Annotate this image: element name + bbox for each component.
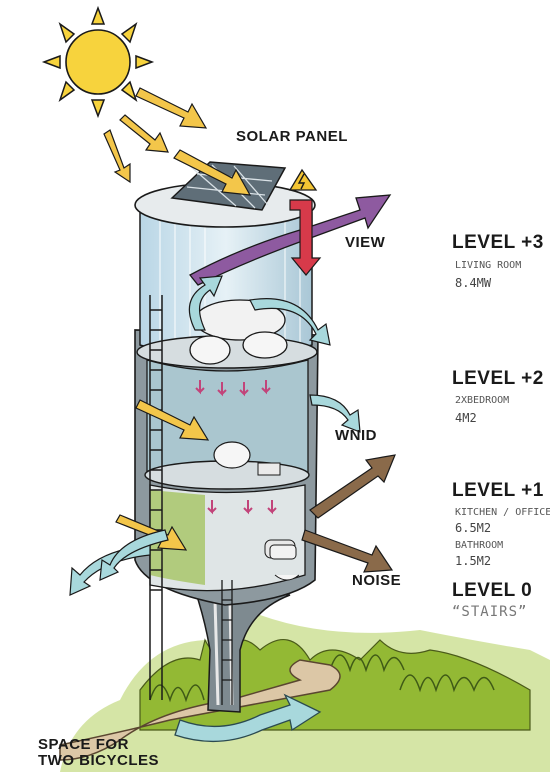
wind-arrows: [69, 275, 361, 596]
noise-arrows: [301, 454, 396, 573]
level-3-title: LEVEL +3: [452, 232, 544, 253]
sun-ray-arrows: [103, 87, 252, 551]
level-2-title: LEVEL +2: [452, 368, 544, 389]
down-arrow: [289, 199, 322, 276]
level-1-area-kitchen: 6.5M2: [455, 521, 492, 535]
heat-arrows: [195, 380, 277, 515]
sun-icon: [41, 5, 155, 119]
view-arrow: [189, 194, 392, 286]
stairs-ladder: [221, 580, 233, 705]
level-2-room: 2XBEDROOM: [455, 395, 510, 406]
level-0-title: LEVEL 0: [452, 580, 533, 601]
electric-warning-icon: [288, 168, 318, 191]
noise-label: NOISE: [352, 572, 402, 589]
bicycles-label-line1: SPACE FOR: [38, 736, 129, 753]
wind-label: WNID: [335, 427, 377, 444]
solar-panel-label: SOLAR PANEL: [236, 128, 348, 145]
living-room-cushions: [189, 299, 288, 365]
wind-arrow-ground: [174, 693, 322, 743]
level-1-area-bathroom: 1.5M2: [455, 554, 492, 568]
level-1-room-bathroom: BATHROOM: [455, 540, 504, 551]
level-1-title: LEVEL +1: [452, 480, 544, 501]
level-2-area: 4M2: [455, 411, 477, 425]
level-zero-window: [269, 544, 297, 560]
level-3-room: LIVING ROOM: [455, 260, 522, 271]
view-label: VIEW: [345, 234, 386, 251]
level-1-room-kitchen: KITCHEN / OFFICE: [455, 507, 550, 518]
level-3-area: 8.4MW: [455, 276, 492, 290]
bicycles-label-line2: TWO BICYCLES: [38, 752, 159, 769]
garden-path: [59, 659, 341, 761]
level-0-note: “STAIRS”: [452, 604, 528, 620]
